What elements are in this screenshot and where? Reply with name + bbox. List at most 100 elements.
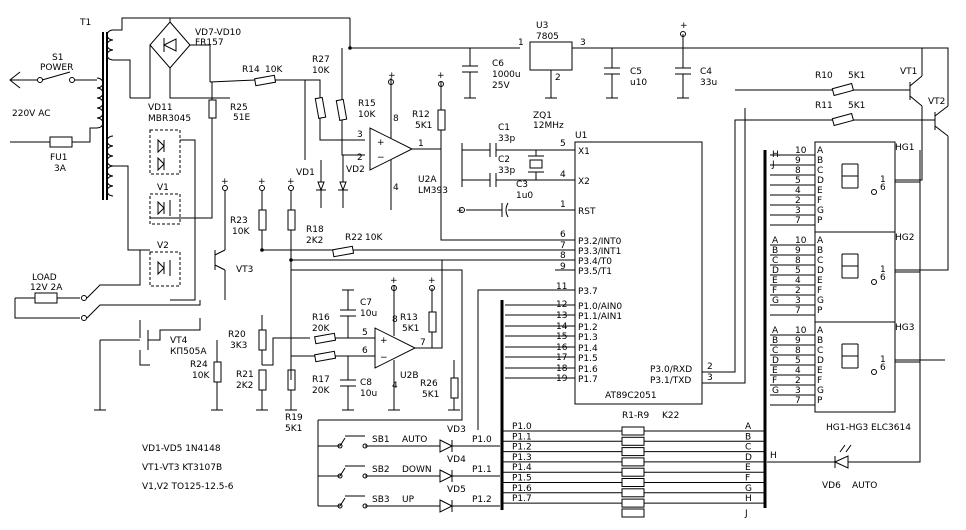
diode	[439, 439, 454, 453]
svg-text:+: +	[388, 71, 396, 81]
pin-rst: RST	[578, 207, 596, 217]
resistor-r12: R12 5K1 +	[412, 71, 446, 149]
r13-label: R13	[400, 313, 418, 323]
r11-label: R11	[815, 101, 833, 111]
svg-text:+: +	[221, 177, 229, 187]
decimal-point	[871, 189, 877, 195]
r16-value: 20K	[312, 324, 330, 334]
c3-label: C3	[516, 180, 528, 190]
series-resistor	[621, 457, 645, 467]
segment-pin: 4	[795, 186, 801, 196]
led-vd6: VD6 AUTO H	[767, 150, 921, 491]
common-pin: 1	[880, 355, 886, 365]
segment-digit	[841, 253, 859, 279]
svg-text:3: 3	[707, 373, 713, 383]
common-pin: 6	[880, 363, 886, 373]
r19-label: R19	[285, 413, 303, 423]
capacitor-c4: C4 33u +	[675, 21, 717, 99]
pin-p31: P3.1/TXD	[650, 376, 691, 386]
diode-label: VD5	[447, 485, 466, 495]
svg-text:+: +	[390, 276, 398, 286]
resistor-r15: R15 10K	[335, 48, 376, 156]
svg-text:4: 4	[393, 183, 399, 193]
bus-letter: A	[772, 326, 779, 336]
bus-letter: B	[772, 246, 778, 256]
segment-pin: 10	[795, 236, 807, 246]
svg-text:1: 1	[418, 139, 424, 149]
series-resistor	[621, 467, 645, 477]
pin-p30: P3.0/RXD	[650, 365, 692, 375]
segment-letter: E	[817, 186, 823, 196]
load-label: LOAD	[32, 273, 57, 283]
c2-label: C2	[498, 155, 510, 165]
u3-value: 7805	[536, 32, 559, 42]
segment-pin: 3	[795, 206, 801, 216]
mains-input: S1 POWER 220V AC FU1 3A	[9, 53, 97, 174]
divider-r20-r21-r19: R20 3K3 R21 2K2 R19 5K1	[228, 315, 310, 434]
vd1-label: VD1	[296, 168, 315, 178]
r20-label: R20	[228, 330, 246, 340]
r19-value: 5K1	[285, 424, 302, 434]
pin-p33: P3.3/INT1	[578, 247, 621, 257]
decimal-point	[871, 369, 877, 375]
vd6-auto: AUTO	[852, 481, 877, 491]
svg-text:+: +	[428, 276, 436, 286]
svg-text:19: 19	[556, 374, 568, 384]
r23-label: R23	[230, 216, 248, 226]
r17-label: R17	[312, 375, 330, 385]
segment-pin: 2	[795, 286, 801, 296]
segment-pin: 2	[795, 376, 801, 386]
c6-value: 1000u	[492, 70, 521, 80]
button-contact	[362, 443, 368, 449]
c7-label: C7	[360, 298, 372, 308]
button-function: DOWN	[402, 465, 432, 475]
segment-pin: 5	[795, 266, 801, 276]
segment-letter: P	[817, 216, 823, 226]
svg-text:13: 13	[556, 311, 567, 321]
bus-port-label: P1.5	[512, 474, 532, 484]
bus-letter: D	[772, 356, 779, 366]
vt2-label: VT2	[928, 97, 945, 107]
segment-letter: E	[817, 366, 823, 376]
pin-p12: P1.2	[578, 323, 598, 333]
svg-text:+: +	[680, 21, 688, 31]
bus-letter: F	[745, 474, 750, 484]
r26-label: R26	[420, 379, 438, 389]
segment-pin: 4	[795, 276, 801, 286]
bus-letter: G	[772, 386, 779, 396]
svg-text:+: +	[380, 336, 388, 346]
r11-value: 5K1	[848, 101, 865, 111]
c1-label: C1	[498, 123, 510, 133]
power-label: POWER	[40, 63, 73, 73]
svg-text:17: 17	[556, 353, 567, 363]
bus-port-label: P1.2	[512, 443, 532, 453]
vd11-v1-v2: VD11 MBR3045 V1 V2	[113, 103, 196, 301]
u3-label: U3	[536, 21, 548, 31]
segment-letter: A	[817, 236, 824, 246]
segment-pin: 8	[795, 256, 801, 266]
segment-pin: 9	[795, 246, 801, 256]
vt3-label: VT3	[236, 265, 253, 275]
note-2: VT1-VT3 KT3107B	[142, 463, 222, 473]
segment-letter: F	[817, 286, 822, 296]
c5-value: u10	[630, 78, 647, 88]
svg-text:6: 6	[362, 346, 368, 356]
k22-label: K22	[662, 411, 679, 421]
display-label: HG1	[895, 143, 914, 153]
mosfet-vt4: VT4 КП505А R24 10K	[94, 318, 223, 411]
c6-volt: 25V	[492, 81, 510, 91]
display-label: HG3	[895, 323, 914, 333]
driver-vt1-vt2: R10 5K1 R11 5K1 VT1 VT2	[688, 47, 949, 361]
bus-port-label: P1.7	[512, 494, 532, 504]
bus-letter: E	[745, 463, 751, 473]
segment-pin: 5	[795, 356, 801, 366]
transistor-vt3: R23 10K + VT3 + R18 2K2 + R22 10K	[214, 177, 555, 380]
svg-text:14: 14	[556, 322, 568, 332]
segment-letter: B	[817, 336, 823, 346]
r25-label: R25	[230, 103, 248, 113]
bus-letter: G	[772, 296, 779, 306]
segment-pin: 9	[795, 156, 801, 166]
svg-text:7: 7	[560, 241, 566, 251]
vd2-label: VD2	[346, 165, 365, 175]
